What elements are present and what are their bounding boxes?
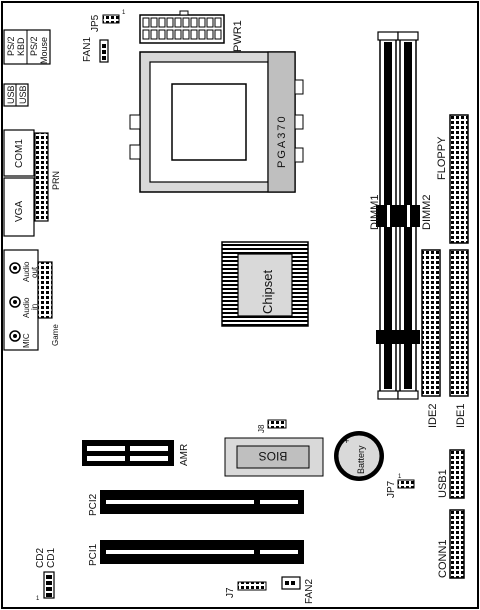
game-label: Game [51,324,60,346]
jp7-label: JP7 [386,480,397,498]
cd-pin1-label: 1 [36,596,40,602]
pga370-cpu-socket: PGA370 [129,51,304,193]
battery-plus-sign: + [344,436,349,446]
ps2-mouse-label-line1: PS/2 [29,36,39,56]
j7-header [237,581,267,591]
battery-label: Battery [356,445,366,474]
audio-jacks: Audio out Audio in MIC [3,249,39,351]
j8-header [267,419,287,429]
game-header [37,261,53,319]
dimm2-label: DIMM2 [421,195,433,230]
ide1-label: IDE1 [455,404,467,428]
pci1-slot: PCI1 [88,540,304,566]
fan1-label: FAN1 [82,37,93,62]
audio-in-label-line2: in [30,304,39,310]
pga370-label: PGA370 [276,114,288,168]
conn1-header [449,509,465,579]
ps2-kbd-label-line2: KBD [16,37,26,56]
bios-chip: BIOS [224,437,324,477]
dimm1-label: DIMM1 [369,195,381,230]
jp5-label: JP5 [90,14,101,32]
usb1-header [449,449,465,499]
com1-port [3,129,35,177]
jp5-pin1-label: 1 [122,10,126,16]
cd-audio-headers: CD2 CD1 1 [35,548,57,602]
vga-label: VGA [14,201,25,222]
vga-port [3,177,35,237]
floppy-label: FLOPPY [436,136,448,180]
cd1-label: CD1 [46,548,57,568]
conn1-label: CONN1 [437,539,449,578]
ide1-connector [449,249,469,397]
audio-out-label-line2: out [30,266,39,278]
mic-label: MIC [22,333,31,348]
chipset-label: Chipset [260,270,275,314]
ide2-connector [421,249,441,397]
pci2-slot: PCI2 [88,490,304,516]
pwr1-label: PWR1 [232,20,244,52]
ps2-kbd-label-line1: PS/2 [6,36,16,56]
prn-label: PRN [51,171,61,190]
usb-label-b: USB [18,85,28,104]
pci1-label: PCI1 [88,543,99,566]
amr-label: AMR [179,444,190,466]
usb1-label: USB1 [437,469,449,498]
pwr1-pins [142,17,222,40]
jp7-pin1-label: 1 [398,474,402,480]
rear-usb-ports: USB USB [3,83,29,107]
chipset: Chipset [221,241,309,327]
cd2-label: CD2 [35,548,46,568]
jp5-jumper [102,14,120,24]
pci2-label: PCI2 [88,493,99,516]
bios-label: BIOS [259,449,288,463]
amr-slot: AMR [82,440,190,466]
floppy-connector [449,114,469,244]
jp7-jumper [397,479,415,489]
prn-header [34,132,49,222]
ide2-label: IDE2 [427,404,439,428]
com1-label: COM1 [14,139,25,168]
usb-label-a: USB [6,85,16,104]
ps2-mouse-label-line2: Mouse [39,37,49,64]
fan2-label: FAN2 [304,579,315,604]
ps2-ports: PS/2 KBD PS/2 Mouse [3,29,51,65]
audio-out-label-line1: Audio [22,261,31,282]
audio-in-label-line1: Audio [22,297,31,318]
battery: + Battery [334,431,384,481]
j8-label: J8 [257,424,266,433]
j7-label: J7 [225,587,236,598]
